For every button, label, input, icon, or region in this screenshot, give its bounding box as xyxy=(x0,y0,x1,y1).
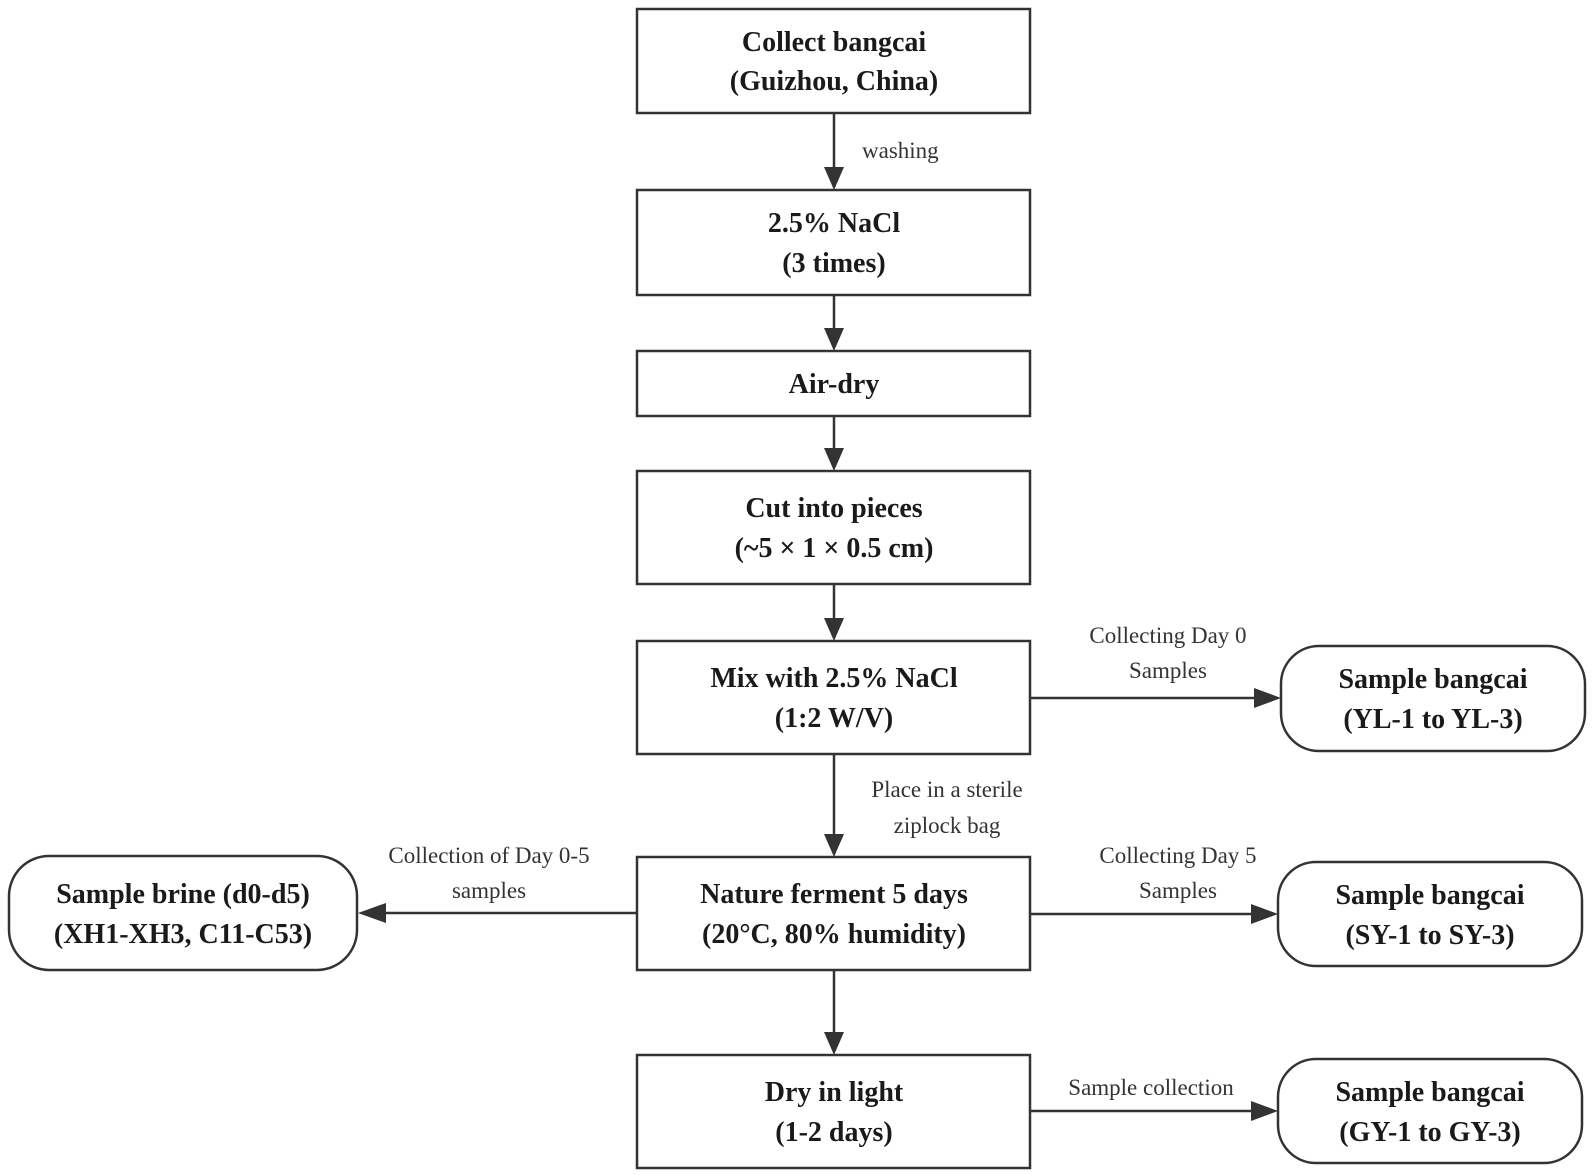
node-sample-gy: Sample bangcai (GY-1 to GY-3) xyxy=(1276,1057,1584,1165)
node-collect: Collect bangcai (Guizhou, China) xyxy=(635,7,1032,115)
edge-label-day0-line1: Collecting Day 0 xyxy=(1089,623,1246,648)
edge-label-washing: washing xyxy=(862,138,939,163)
node-sample-brine-line2: (XH1-XH3, C11-C53) xyxy=(54,919,312,950)
edge-label-bag-line1: Place in a sterile xyxy=(871,777,1022,802)
node-sample-brine: Sample brine (d0-d5) (XH1-XH3, C11-C53) xyxy=(7,854,359,972)
arrow-ferment-to-drylight xyxy=(824,970,844,1055)
arrow-mix-to-sample-yl xyxy=(1030,688,1281,708)
node-air-dry: Air-dry xyxy=(635,349,1032,418)
node-nacl-wash-line2: (3 times) xyxy=(782,248,885,279)
node-sample-gy-line2: (GY-1 to GY-3) xyxy=(1339,1117,1520,1148)
edge-label-brine-line2: samples xyxy=(452,878,526,903)
arrow-cut-to-mix xyxy=(824,584,844,641)
node-sample-sy-line2: (SY-1 to SY-3) xyxy=(1345,920,1514,951)
node-sample-sy: Sample bangcai (SY-1 to SY-3) xyxy=(1276,860,1584,968)
node-ferment: Nature ferment 5 days (20°C, 80% humidit… xyxy=(635,855,1032,972)
node-nacl-wash: 2.5% NaCl (3 times) xyxy=(635,188,1032,297)
edge-label-day5-line1: Collecting Day 5 xyxy=(1099,843,1256,868)
node-cut: Cut into pieces (~5 × 1 × 0.5 cm) xyxy=(635,469,1032,586)
node-dry-light: Dry in light (1-2 days) xyxy=(635,1053,1032,1170)
edge-label-collection: Sample collection xyxy=(1068,1075,1234,1100)
node-collect-line2: (Guizhou, China) xyxy=(730,66,939,97)
node-collect-line1: Collect bangcai xyxy=(742,27,927,58)
node-cut-line2: (~5 × 1 × 0.5 cm) xyxy=(735,533,934,564)
node-dry-light-line1: Dry in light xyxy=(765,1077,904,1108)
node-ferment-line1: Nature ferment 5 days xyxy=(700,879,968,910)
node-mix-line2: (1:2 W/V) xyxy=(775,703,893,734)
edge-label-day5-line2: Samples xyxy=(1139,878,1217,903)
node-dry-light-line2: (1-2 days) xyxy=(775,1117,892,1148)
arrow-airdry-to-cut xyxy=(824,416,844,471)
node-mix-line1: Mix with 2.5% NaCl xyxy=(710,663,958,694)
node-cut-line1: Cut into pieces xyxy=(745,493,922,524)
arrow-ferment-to-sample-sy xyxy=(1030,904,1278,924)
arrow-ferment-to-sample-brine xyxy=(358,903,637,923)
node-sample-sy-line1: Sample bangcai xyxy=(1335,880,1524,911)
arrow-mix-to-ferment xyxy=(824,754,844,857)
arrow-collect-to-nacl xyxy=(824,113,844,190)
node-sample-gy-line1: Sample bangcai xyxy=(1335,1077,1524,1108)
node-air-dry-line1: Air-dry xyxy=(789,369,880,400)
node-sample-yl: Sample bangcai (YL-1 to YL-3) xyxy=(1279,644,1587,753)
edge-label-brine-line1: Collection of Day 0-5 xyxy=(388,843,589,868)
arrow-drylight-to-sample-gy xyxy=(1030,1101,1278,1121)
edge-label-day0-line2: Samples xyxy=(1129,658,1207,683)
node-mix: Mix with 2.5% NaCl (1:2 W/V) xyxy=(635,639,1032,756)
node-sample-yl-line1: Sample bangcai xyxy=(1338,664,1527,695)
node-sample-brine-line1: Sample brine (d0-d5) xyxy=(56,879,310,910)
node-nacl-wash-line1: 2.5% NaCl xyxy=(768,208,900,239)
node-sample-yl-line2: (YL-1 to YL-3) xyxy=(1343,704,1522,735)
arrow-nacl-to-airdry xyxy=(824,295,844,351)
edge-label-bag-line2: ziplock bag xyxy=(894,813,1001,838)
node-ferment-line2: (20°C, 80% humidity) xyxy=(702,919,966,950)
